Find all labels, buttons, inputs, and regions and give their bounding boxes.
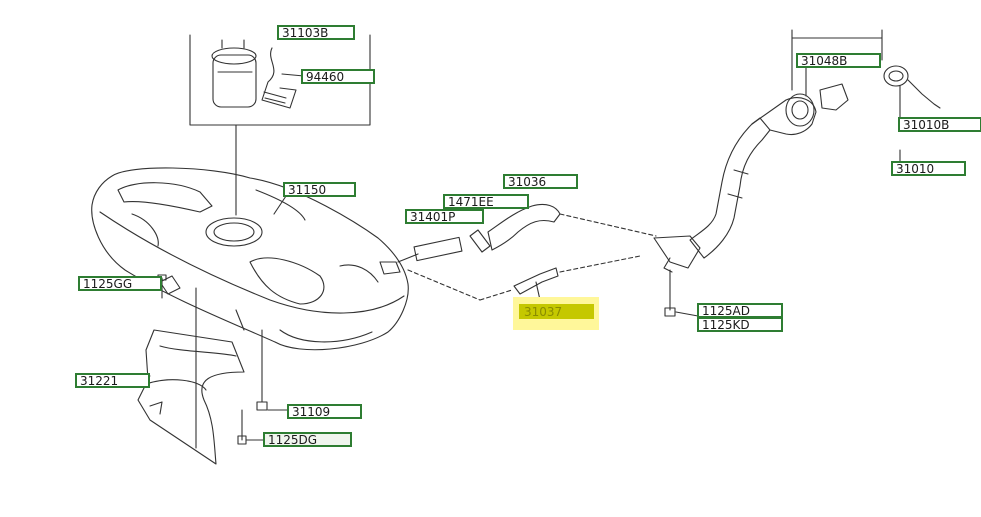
fuel-tank-shape: [91, 167, 409, 351]
filler-hoses: [397, 203, 657, 301]
part-31150[interactable]: 31150: [283, 182, 356, 197]
fuel-cap-shape: [883, 65, 941, 163]
part-31048b[interactable]: 31048B: [796, 53, 881, 68]
part-1471ee[interactable]: 1471EE: [443, 194, 529, 209]
part-1125gg[interactable]: 1125GG: [78, 276, 162, 291]
part-31037[interactable]: 31037: [519, 304, 594, 319]
part-1125dg[interactable]: 1125DG: [263, 432, 352, 447]
part-31401p[interactable]: 31401P: [405, 209, 484, 224]
heat-shield-shape: [137, 329, 245, 465]
part-31103b[interactable]: 31103B: [277, 25, 355, 40]
part-31109[interactable]: 31109: [287, 404, 362, 419]
filler-neck-shape: [653, 83, 849, 317]
part-94460[interactable]: 94460: [301, 69, 375, 84]
leader-31150: [273, 195, 287, 215]
part-31010b[interactable]: 31010B: [898, 117, 981, 132]
part-31221[interactable]: 31221: [75, 373, 150, 388]
part-31036[interactable]: 31036: [503, 174, 578, 189]
part-1125kd[interactable]: 1125KD: [697, 317, 783, 332]
part-1125ad[interactable]: 1125AD: [697, 303, 783, 318]
part-31010[interactable]: 31010: [891, 161, 966, 176]
